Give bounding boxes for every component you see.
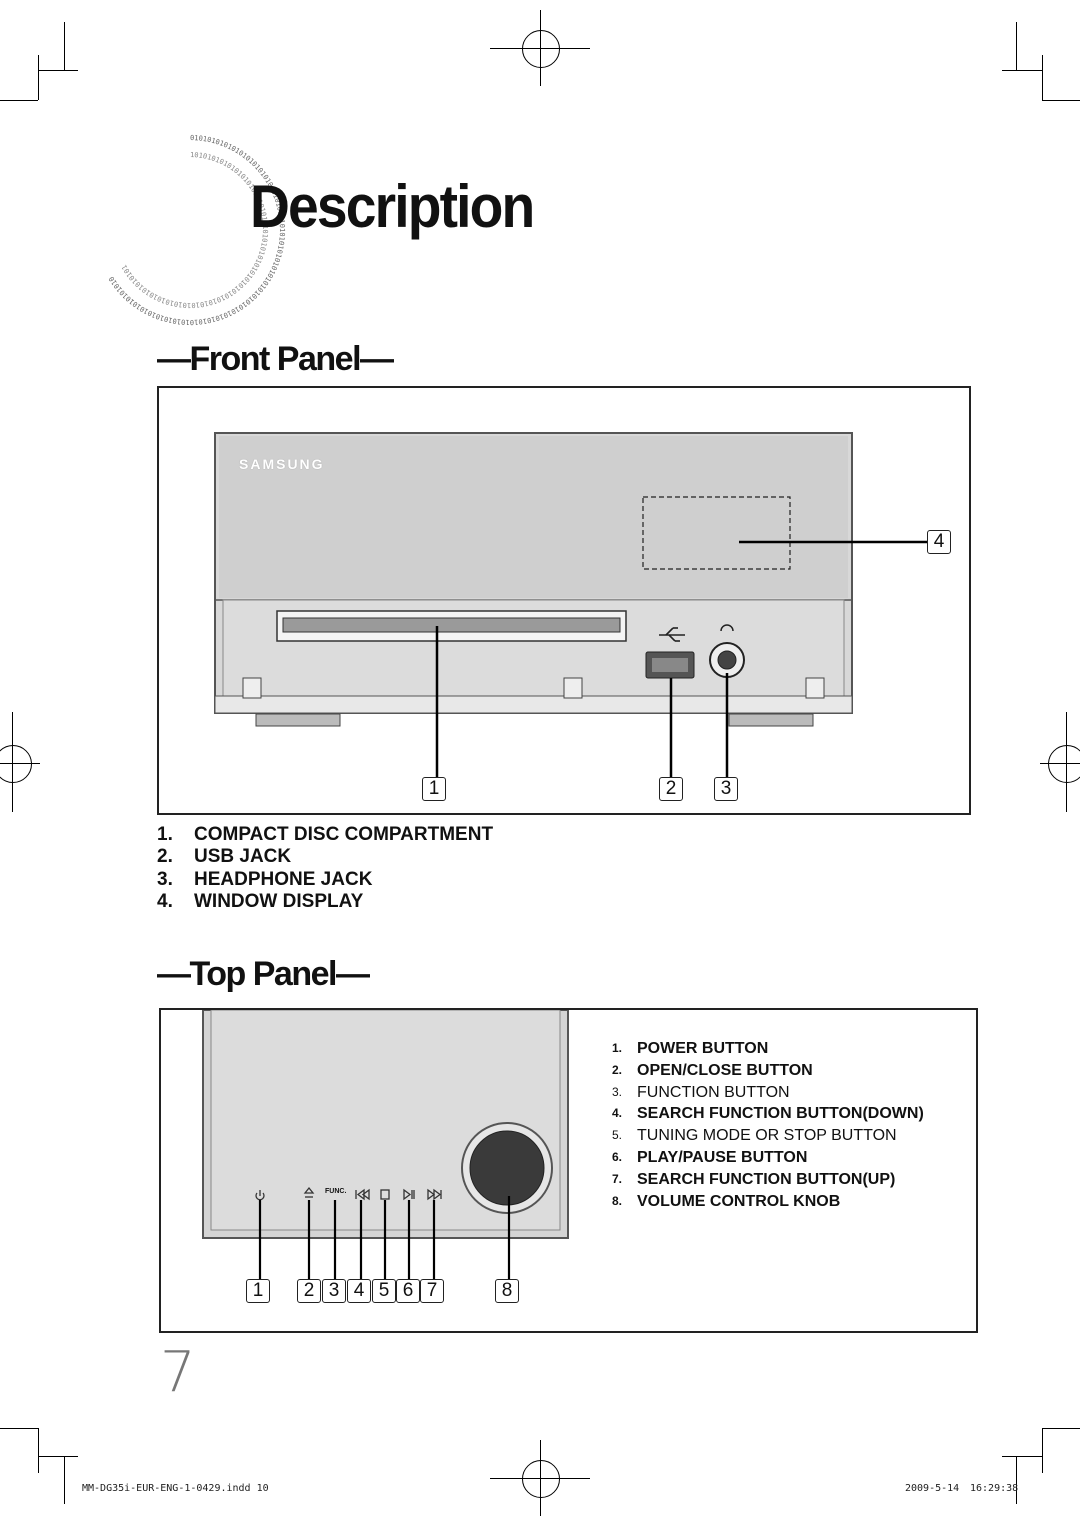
page-title: Description (250, 173, 535, 240)
front-panel-legend: 1.COMPACT DISC COMPARTMENT 2.USB JACK 3.… (157, 824, 493, 913)
legend-item: 5.TUNING MODE OR STOP BUTTON (612, 1127, 897, 1145)
top-callout-8: 8 (495, 1279, 519, 1303)
legend-item: 1.COMPACT DISC COMPARTMENT (157, 824, 494, 845)
legend-item: 6.PLAY/PAUSE BUTTON (612, 1148, 808, 1166)
legend-item: 4.WINDOW DISPLAY (157, 890, 364, 912)
footer-time: 16:29:38 (970, 1483, 1019, 1494)
svg-text:101010101010101010101010101010: 1010101010101010101010101010101010101010… (120, 151, 269, 309)
front-callout-2: 2 (659, 777, 683, 801)
top-panel-heading: —Top Panel— (157, 955, 370, 993)
brand-logo: SAMSUNG (239, 456, 325, 472)
legend-item: 7.SEARCH FUNCTION BUTTON(UP) (612, 1170, 896, 1188)
top-callout-2: 2 (297, 1279, 321, 1303)
legend-item: 4.SEARCH FUNCTION BUTTON(DOWN) (612, 1105, 924, 1123)
top-callout-4: 4 (347, 1279, 371, 1303)
front-callout-4: 4 (927, 530, 951, 554)
top-panel-legend: 1.POWER BUTTON 2.OPEN/CLOSE BUTTON 3.FUN… (612, 1038, 924, 1212)
top-callout-7: 7 (420, 1279, 444, 1303)
binary-circle-decoration: 0101010101010101010101010101010101010101… (107, 134, 285, 326)
page-number: 7 (160, 1340, 196, 1405)
legend-item: 2.USB JACK (157, 846, 292, 868)
legend-item: 3.HEADPHONE JACK (157, 868, 373, 890)
top-callout-6: 6 (396, 1279, 420, 1303)
front-callout-3: 3 (714, 777, 738, 801)
legend-item: 8.VOLUME CONTROL KNOB (612, 1192, 841, 1210)
legend-item: 2.OPEN/CLOSE BUTTON (612, 1061, 813, 1079)
legend-item: 3.FUNCTION BUTTON (612, 1083, 790, 1101)
front-panel-heading: —Front Panel— (157, 340, 394, 378)
top-callout-5: 5 (372, 1279, 396, 1303)
front-panel-illustration (214, 432, 929, 788)
func-label: FUNC. (325, 1188, 347, 1195)
top-callout-3: 3 (322, 1279, 346, 1303)
footer-date: 2009-5-14 (905, 1483, 960, 1494)
top-panel-illustration (202, 1009, 569, 1282)
top-callout-1: 1 (246, 1279, 270, 1303)
front-panel-figure: SAMSUNG (157, 386, 971, 815)
front-callout-1: 1 (422, 777, 446, 801)
footer-file: MM-DG35i-EUR-ENG-1-0429.indd 10 (82, 1483, 269, 1494)
top-panel-figure: FUNC. 1.POWER BUTTON 2.OPEN/CLOSE BUTTON… (159, 1008, 978, 1333)
legend-item: 1.POWER BUTTON (612, 1040, 769, 1057)
